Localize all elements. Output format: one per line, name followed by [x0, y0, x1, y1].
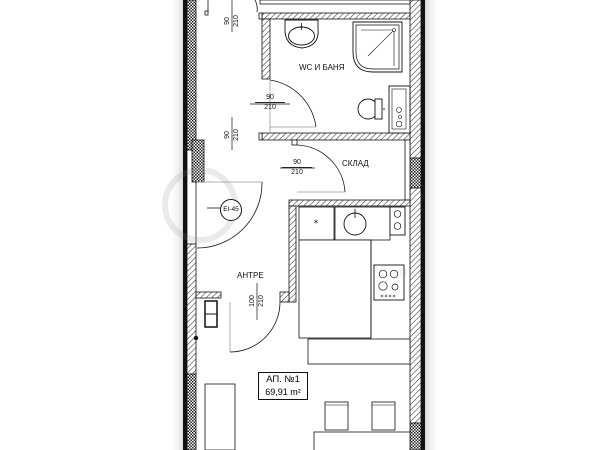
door-dim-width: 90	[266, 94, 274, 101]
stove-icon	[373, 264, 405, 301]
dimension-lines	[231, 0, 315, 320]
door-dim-top: 90 210	[223, 6, 241, 36]
door-dim-height: 210	[258, 295, 265, 307]
svg-text:*: *	[314, 219, 319, 229]
door-dim-bath: 90 210	[255, 93, 285, 112]
room-label-storage: СКЛАД	[342, 159, 369, 168]
washing-machine-unit-icon	[388, 85, 411, 134]
small-hob-icon	[389, 206, 406, 236]
chair-icon	[324, 401, 349, 431]
page-shadow	[168, 0, 441, 450]
room-label-entry: АНТРЕ	[237, 271, 264, 280]
room-label-wc-bath: WC И БАНЯ	[299, 63, 345, 72]
door-dim-height: 210	[233, 15, 240, 27]
apartment-title: АП. №1	[266, 374, 300, 385]
outer-wall-left	[183, 0, 197, 450]
wardrobe-icon	[204, 383, 236, 450]
door-dim-width: 90	[293, 159, 301, 166]
door-dim-height: 210	[264, 104, 276, 111]
apartment-label-box: АП. №1 69,91 m²	[258, 372, 308, 400]
apartment-area: 69,91 m²	[265, 387, 301, 397]
electrical-panel-icon	[193, 300, 218, 341]
outer-wall-right	[409, 0, 425, 450]
bathroom-walls	[258, 12, 411, 141]
kitchen-island-icon	[307, 338, 411, 365]
entrance-door	[196, 181, 263, 249]
door-dim-mid: 90 210	[223, 120, 241, 150]
kitchen-walls	[195, 199, 411, 353]
door-dim-storage: 90 210	[282, 158, 312, 177]
counter-icon	[298, 239, 372, 339]
kitchen-sink-icon	[334, 206, 391, 241]
shower-tray-icon	[352, 21, 403, 73]
door-dim-width: 90	[224, 131, 231, 139]
fridge-icon: *	[298, 206, 335, 241]
door-dim-entry: 100 210	[248, 286, 266, 316]
door-dim-height: 210	[291, 169, 303, 176]
dining-table-icon	[313, 431, 411, 450]
door-dim-height: 210	[233, 129, 240, 141]
svg-text:g: g	[400, 264, 407, 278]
washbasin-icon	[284, 19, 319, 49]
door-dim-width: 100	[249, 295, 256, 307]
fire-door-label: EI-45	[220, 199, 242, 221]
door-dim-width: 90	[224, 17, 231, 25]
chair-icon	[371, 401, 396, 431]
toilet-icon	[357, 98, 385, 120]
top-wall-segment	[204, 0, 411, 16]
